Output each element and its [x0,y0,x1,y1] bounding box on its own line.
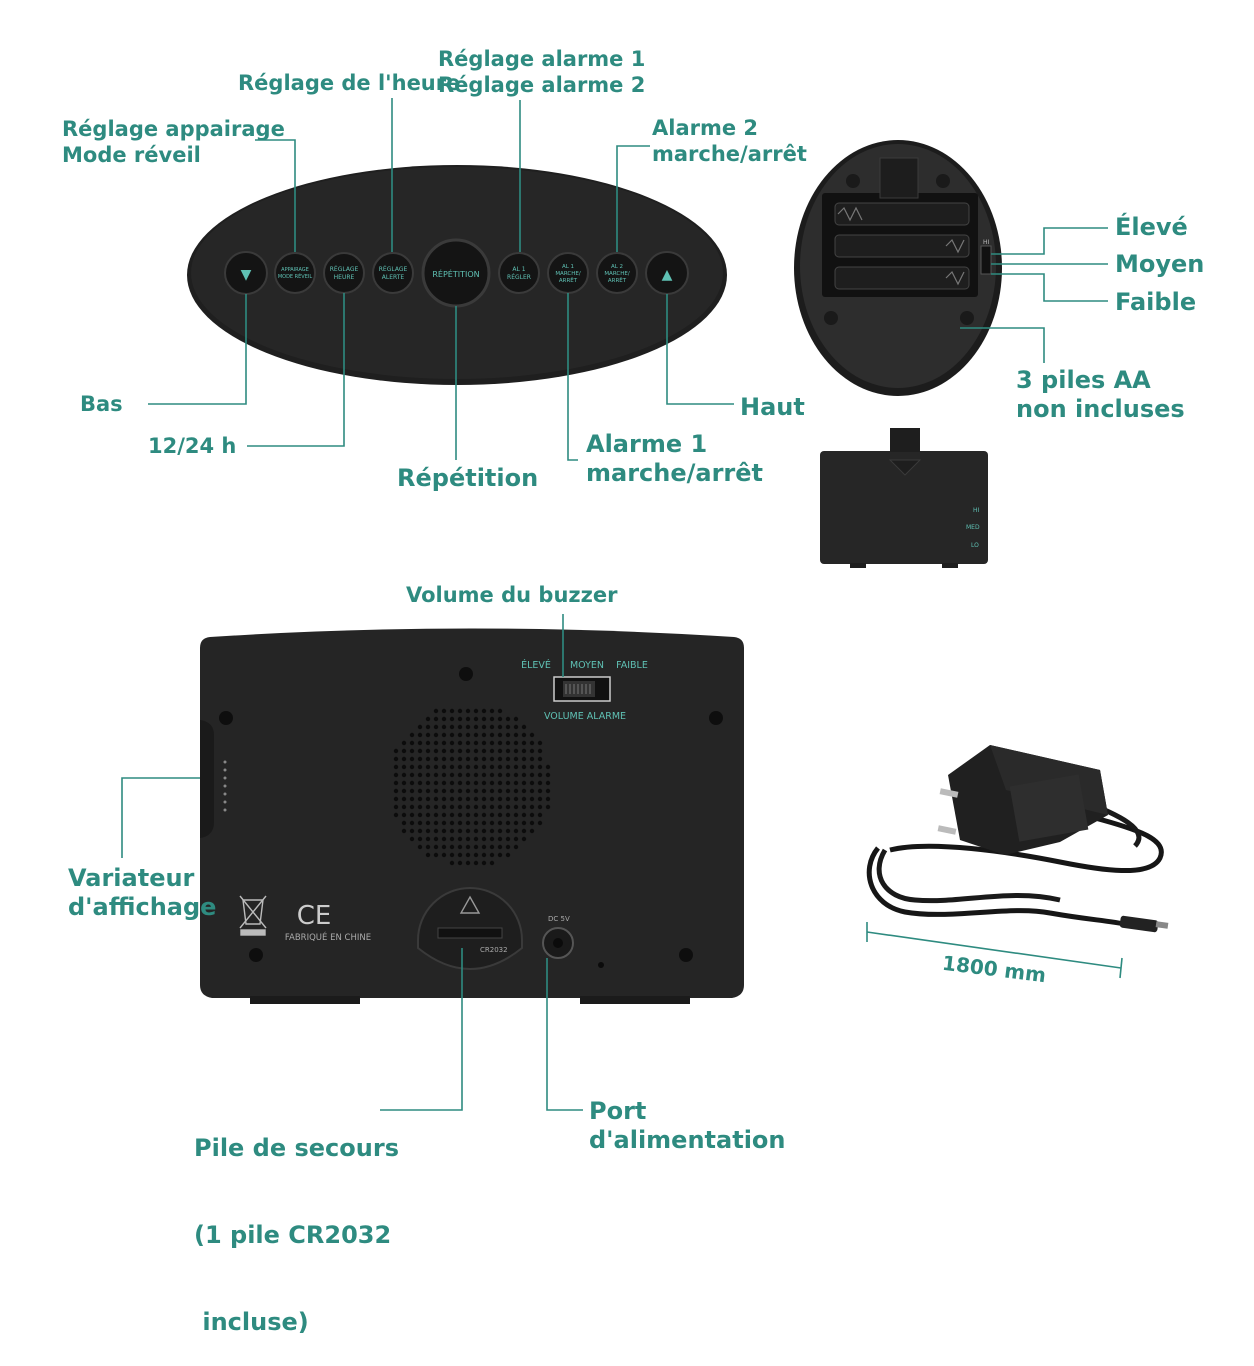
backup-battery-door: CR2032 [417,887,523,970]
svg-text:ARRÊT: ARRÊT [559,276,578,284]
button-reglage-alerte[interactable]: RÉGLAGE ALERTE [372,252,414,294]
svg-text:HEURE: HEURE [334,274,355,281]
svg-text:RÉGLAGE: RÉGLAGE [379,265,408,273]
callout-moyen: Moyen [1115,250,1205,278]
speaker-grille [393,708,551,866]
svg-text:ALERTE: ALERTE [382,274,405,281]
svg-text:RÉGLER: RÉGLER [507,273,531,281]
battery-compartment-view: HI [794,140,1002,396]
battery-aa-3 [834,266,970,290]
callout-piles-aa: 3 piles AA non incluses [1016,366,1185,423]
battery-cover: HI MED LO [820,428,988,568]
callout-alarme1: Alarme 1 marche/arrêt [586,430,764,487]
cover-label-hi: HI [973,507,980,514]
svg-text:MARCHE/: MARCHE/ [555,271,581,277]
button-al1-regler[interactable]: AL 1 RÉGLER [498,252,540,294]
front-leader-lines [148,98,734,461]
made-in-label: FABRIQUÉ EN CHINE [285,931,371,943]
switch-label-faible: FAIBLE [616,660,648,671]
callout-repetition: Répétition [397,464,539,492]
button-al1-marche[interactable]: AL 1 MARCHE/ ARRÊT [547,252,589,294]
button-appairage[interactable]: APPAIRAGE MODE RÉVEIL [274,252,316,294]
button-repetition[interactable]: RÉPÉTITION [421,238,491,308]
callout-pile-secours: Pile de secours (1 pile CR2032 incluse) [194,1134,399,1336]
button-down-label: ▼ [241,267,252,283]
svg-text:AL 2: AL 2 [611,264,623,270]
clock-back-view: ÉLEVÉ MOYEN FAIBLE VOLUME ALARME CR2032 … [200,628,744,1004]
callout-volume-buzzer: Volume du buzzer [406,583,618,607]
callout-port-alimentation: Port d'alimentation [589,1097,786,1154]
brightness-switch-label: HI [983,239,990,246]
button-up[interactable]: ▲ [645,251,689,295]
svg-text:ARRÊT: ARRÊT [608,276,627,284]
dimmer-wheel-marks [223,760,227,812]
svg-text:AL 1: AL 1 [562,264,574,270]
weee-bin-icon [239,895,267,936]
callout-variateur: Variateur d'affichage [68,864,217,921]
switch-label-eleve: ÉLEVÉ [521,659,551,671]
power-adapter [866,745,1169,933]
callout-haut: Haut [740,393,805,421]
svg-text:MARCHE/: MARCHE/ [604,271,630,277]
cable-length-label: 1800 mm [941,951,1047,988]
button-up-label: ▲ [662,267,673,283]
svg-text:RÉGLAGE: RÉGLAGE [330,265,359,273]
callout-eleve: Élevé [1115,213,1188,241]
button-down[interactable]: ▼ [224,251,268,295]
callout-bas: Bas [80,392,123,416]
dc-power-port: DC 5V [542,915,574,959]
button-repetition-label: RÉPÉTITION [432,268,479,279]
switch-label-volume: VOLUME ALARME [544,711,626,722]
callout-12-24: 12/24 h [148,434,237,458]
product-diagram: ▼ APPAIRAGE MODE RÉVEIL RÉGLAGE HEURE RÉ… [62,47,1205,1336]
cable-length-dimension [866,922,1123,979]
ce-mark: CE [297,901,332,931]
callout-reglage-heure: Réglage de l'heure [238,71,461,95]
button-reglage-heure[interactable]: RÉGLAGE HEURE [323,252,365,294]
button-al2-marche[interactable]: AL 2 MARCHE/ ARRÊT [596,252,638,294]
callout-reglage-appairage: Réglage appairage Mode réveil [62,117,285,167]
battery-aa-2 [834,234,970,258]
svg-text:APPAIRAGE: APPAIRAGE [281,267,309,273]
cover-label-lo: LO [971,542,979,549]
coin-cell-label: CR2032 [480,946,508,954]
callout-faible: Faible [1115,288,1197,316]
back-leader-lines [121,614,583,1111]
svg-text:AL 1: AL 1 [512,266,525,273]
battery-aa-1 [834,202,970,226]
callout-reglage-alarme: Réglage alarme 1 Réglage alarme 2 [438,47,646,97]
dc-label: DC 5V [548,915,570,923]
svg-text:MODE RÉVEIL: MODE RÉVEIL [278,272,313,280]
cover-label-med: MED [966,524,980,531]
switch-label-moyen: MOYEN [570,660,604,671]
callout-alarme2: Alarme 2 marche/arrêt [652,116,807,166]
battery-leader-lines [960,227,1108,363]
volume-switch[interactable] [553,676,611,702]
